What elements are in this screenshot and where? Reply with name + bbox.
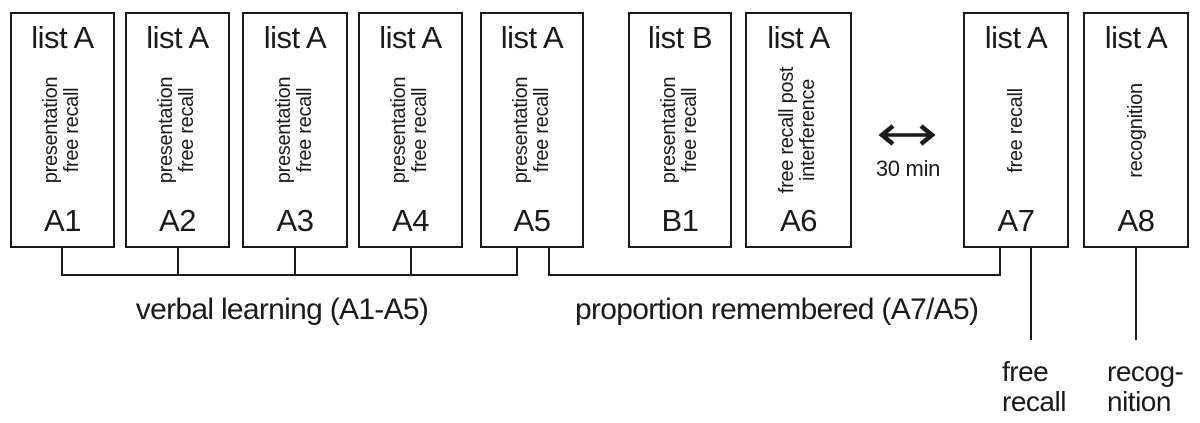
verbal-learning-label: verbal learning (A1-A5) [135, 293, 429, 326]
outcome-line: free [1002, 356, 1049, 387]
task-line: presentation [388, 76, 411, 184]
task-line: free recall [61, 87, 84, 173]
trial-label: A7 [997, 203, 1035, 238]
task-label-area: presentation free recall [630, 56, 730, 204]
double-arrow-icon [878, 124, 936, 146]
task-line: free recall post [776, 66, 799, 194]
stage-box-a4: list A presentation free recall A4 [358, 12, 463, 248]
task-line: free recall [409, 87, 432, 173]
stage-box-a1: list A presentation free recall A1 [10, 12, 115, 248]
task-line: presentation [40, 76, 63, 184]
list-label: list A [984, 20, 1048, 55]
connector-stub-a7-down [1030, 248, 1032, 340]
stage-box-a2: list A presentation free recall A2 [125, 12, 230, 248]
task-line: recognition [1124, 82, 1147, 178]
trial-label: A6 [780, 203, 817, 238]
bracket-proportion-remembered [548, 274, 1001, 276]
recognition-outcome-label: recog- nition [1107, 356, 1184, 417]
task-line: free recall [1004, 87, 1027, 173]
task-line: presentation [510, 76, 533, 184]
list-label: list A [146, 20, 209, 55]
stage-box-a7: list A free recall A7 [963, 12, 1069, 248]
delay-label: 30 min [875, 156, 941, 181]
task-label-area: presentation free recall [127, 56, 228, 204]
trial-label: B1 [661, 203, 699, 238]
connector-stub-a7-left [999, 248, 1001, 276]
connector-stub-a2 [177, 248, 179, 276]
list-label: list A [1104, 20, 1168, 55]
list-label: list A [263, 20, 327, 55]
connector-stub-a4 [410, 248, 412, 276]
task-line: presentation [658, 76, 681, 184]
task-label-area: presentation free recall [244, 56, 346, 204]
task-label-area: presentation free recall [360, 56, 461, 204]
list-label: list A [31, 20, 94, 55]
trial-label: A5 [513, 203, 551, 238]
task-line: free recall [679, 87, 702, 173]
task-label: free recall [1004, 87, 1027, 173]
list-label: list A [500, 20, 564, 55]
task-label: presentation free recall [658, 76, 702, 184]
stage-box-a5: list A presentation free recall A5 [480, 12, 584, 248]
task-label-area: recognition [1085, 56, 1187, 204]
connector-stub-a3 [294, 248, 296, 276]
task-label: presentation free recall [510, 76, 554, 184]
task-label: presentation free recall [273, 76, 317, 184]
outcome-line: nition [1107, 386, 1171, 417]
task-line: interference [797, 79, 820, 182]
connector-stub-a5-left [516, 248, 518, 276]
task-label: presentation free recall [40, 76, 84, 184]
outcome-line: recog- [1107, 356, 1184, 387]
trial-label: A4 [392, 203, 429, 238]
outcome-line: recall [1002, 386, 1066, 417]
list-label: list B [647, 20, 713, 55]
task-label: free recall post interference [776, 66, 820, 194]
trial-label: A8 [1117, 203, 1155, 238]
trial-label: A1 [44, 203, 81, 238]
task-label: recognition [1124, 82, 1147, 178]
stage-box-a8: list A recognition A8 [1083, 12, 1189, 248]
trial-label: A2 [159, 203, 196, 238]
stage-box-b1: list B presentation free recall B1 [628, 12, 732, 248]
proportion-remembered-label: proportion remembered (A7/A5) [575, 293, 979, 326]
task-label-area: presentation free recall [12, 56, 113, 204]
trial-label: A3 [276, 203, 314, 238]
task-label-area: presentation free recall [482, 56, 582, 204]
connector-stub-a8-down [1135, 248, 1137, 340]
task-label: presentation free recall [155, 76, 199, 184]
task-line: free recall [294, 87, 317, 173]
task-line: free recall [531, 87, 554, 173]
task-line: free recall [176, 87, 199, 173]
list-label: list A [767, 20, 830, 55]
task-line: presentation [273, 76, 296, 184]
stage-box-a6: list A free recall post interference A6 [745, 12, 852, 248]
task-label: presentation free recall [388, 76, 432, 184]
bracket-verbal-learning [61, 274, 518, 276]
connector-stub-a5-right [548, 248, 550, 276]
task-label-area: free recall [965, 56, 1067, 204]
list-label: list A [379, 20, 442, 55]
stage-box-a3: list A presentation free recall A3 [242, 12, 348, 248]
task-line: presentation [155, 76, 178, 184]
connector-stub-a1 [61, 248, 63, 276]
task-label-area: free recall post interference [747, 56, 850, 204]
free-recall-outcome-label: free recall [1002, 357, 1066, 417]
